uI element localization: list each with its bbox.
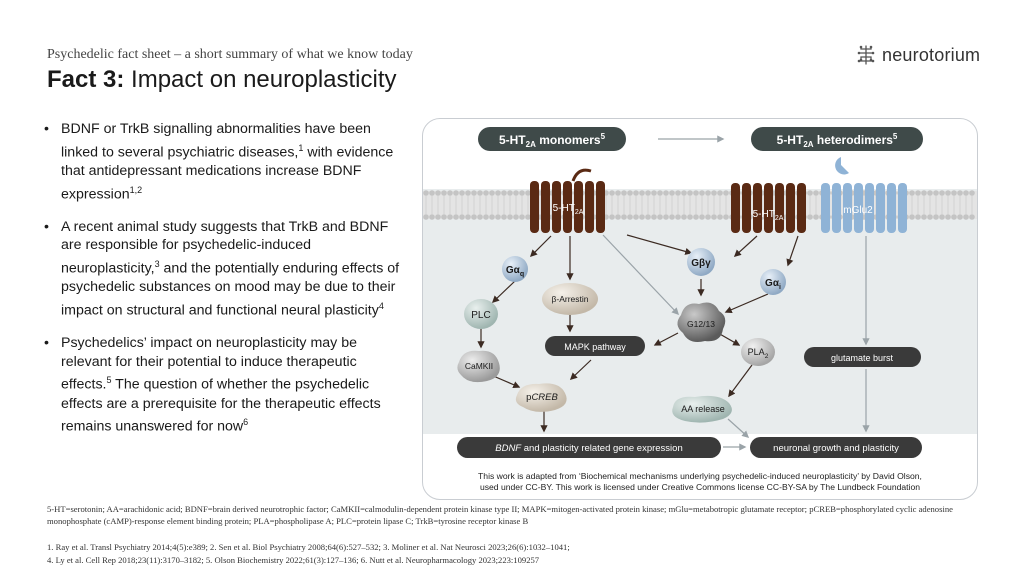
barrestin-node: β-Arrestin xyxy=(542,283,598,315)
svg-text:neuronal growth and plasticity: neuronal growth and plasticity xyxy=(773,443,899,454)
title-rest: Impact on neuroplasticity xyxy=(124,66,397,93)
svg-text:PLA2: PLA2 xyxy=(748,347,769,360)
abbreviations: 5-HT=serotonin; AA=arachidonic acid; BDN… xyxy=(47,504,953,526)
monomers-label: 5-HT2A monomers5 xyxy=(499,132,606,149)
svg-text:Gβγ: Gβγ xyxy=(691,258,711,269)
mglu2-label: mGlu2 xyxy=(843,205,873,216)
svg-text:BDNF and plasticity related ge: BDNF and plasticity related gene express… xyxy=(495,443,682,454)
gai-node: Gαi xyxy=(760,269,786,295)
5ht2a-receptor-heterodimer: 5-HT2A xyxy=(731,183,806,233)
receptor-2-label: 5-HT2A xyxy=(753,209,784,222)
diagram-caption: This work is adapted from ‘Biochemical m… xyxy=(478,471,922,492)
heterodimers-pill xyxy=(751,127,923,151)
camkii-node: CaMKII xyxy=(457,350,500,383)
bullet-item: BDNF or TrkB signalling abnormalities ha… xyxy=(44,120,404,204)
svg-text:MAPK pathway: MAPK pathway xyxy=(564,342,626,352)
bdnf-expression-pill: BDNF and plasticity related gene express… xyxy=(457,437,721,458)
svg-text:G12/13: G12/13 xyxy=(687,319,715,329)
svg-text:glutamate burst: glutamate burst xyxy=(831,353,894,363)
svg-text:Gαi: Gαi xyxy=(765,278,781,291)
brain-logo-icon xyxy=(857,45,875,65)
mglu2-receptor: mGlu2 xyxy=(821,183,907,233)
deck-subtitle: Psychedelic fact sheet – a short summary… xyxy=(47,47,413,62)
glutamate-ligand-icon xyxy=(835,157,849,175)
glutamate-burst-pill: glutamate burst xyxy=(804,347,921,367)
aa-release-node: AA release xyxy=(672,395,732,423)
mapk-pill: MAPK pathway xyxy=(545,336,645,356)
plc-node: PLC xyxy=(464,299,498,329)
title-bold: Fact 3: xyxy=(47,66,125,93)
gaq-node: Gαq xyxy=(502,256,528,282)
pcreb-node: pCREB xyxy=(515,383,567,412)
references-line-1: 1. Ray et al. Transl Psychiatry 2014;4(5… xyxy=(47,542,570,552)
svg-text:PLC: PLC xyxy=(471,310,490,321)
svg-text:β-Arrestin: β-Arrestin xyxy=(551,294,588,304)
monomers-pill xyxy=(478,127,626,151)
bullet-list: BDNF or TrkB signalling abnormalities ha… xyxy=(44,120,404,451)
receptor-1-label: 5-HT2A xyxy=(553,203,584,216)
g1213-node: G12/13 xyxy=(677,302,726,342)
diagram-canvas: 5-HT2A monomers5 5-HT2A heterodimers5 5-… xyxy=(423,127,977,458)
heterodimers-label: 5-HT2A heterodimers5 xyxy=(777,132,898,149)
neuronal-growth-pill: neuronal growth and plasticity xyxy=(750,437,922,458)
logo: neurotorium xyxy=(856,44,980,66)
bullet-item: Psychedelics’ impact on neuroplasticity … xyxy=(44,334,404,436)
mechanism-diagram: 5-HT2A monomers5 5-HT2A heterodimers5 5-… xyxy=(422,118,978,500)
svg-text:pCREB: pCREB xyxy=(526,392,558,403)
svg-text:CaMKII: CaMKII xyxy=(465,361,493,371)
logo-text: neurotorium xyxy=(882,44,981,65)
pathway-arrows xyxy=(477,234,799,433)
svg-text:AA release: AA release xyxy=(681,404,725,414)
svg-text:Gαq: Gαq xyxy=(506,265,524,278)
gby-node: Gβγ xyxy=(687,248,715,276)
bullet-item: A recent animal study suggests that TrkB… xyxy=(44,218,404,320)
5ht2a-receptor-monomer: 5-HT2A xyxy=(530,168,605,233)
references-line-2: 4. Ly et al. Cell Rep 2018;23(11):3170–3… xyxy=(47,554,540,565)
page-title: Fact 3: Impact on neuroplasticity xyxy=(47,66,397,94)
pla2-node: PLA2 xyxy=(741,338,775,366)
pathway-arrows-grey xyxy=(602,234,870,451)
references: 1. Ray et al. Transl Psychiatry 2014;4(5… xyxy=(47,541,977,566)
